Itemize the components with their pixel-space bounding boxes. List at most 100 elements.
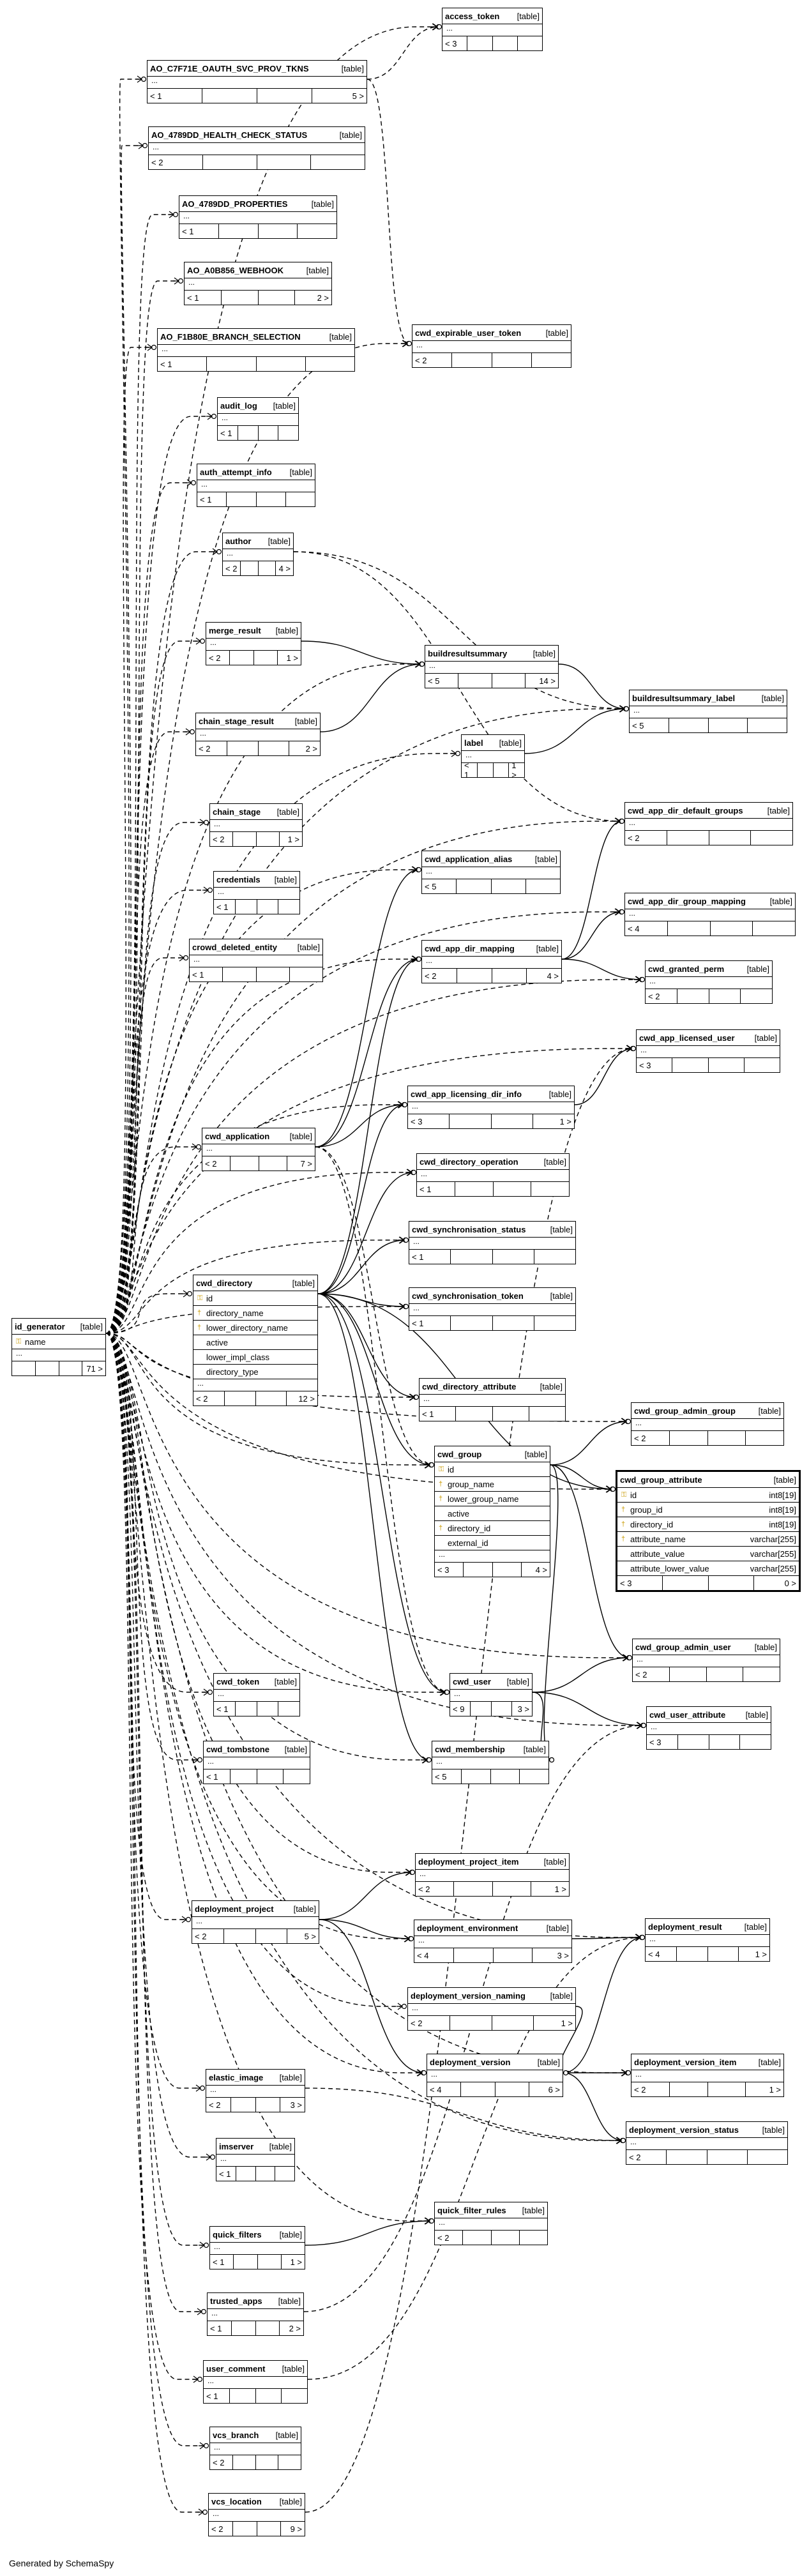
- table-ao-f1b[interactable]: AO_F1B80E_BRANCH_SELECTION[table]...< 1: [157, 328, 355, 372]
- table-cwd-sync-status[interactable]: cwd_synchronisation_status[table]...< 1: [409, 1221, 576, 1264]
- parent-count[interactable]: < 1: [409, 1316, 451, 1330]
- table-auth-attempt[interactable]: auth_attempt_info[table]...< 1: [197, 464, 315, 507]
- table-name[interactable]: deployment_environment: [417, 1923, 518, 1933]
- child-count[interactable]: [745, 1058, 780, 1072]
- child-count[interactable]: [746, 1431, 783, 1445]
- child-count[interactable]: [278, 900, 299, 914]
- table-cwd-sync-token[interactable]: cwd_synchronisation_token[table]...< 1: [409, 1287, 576, 1331]
- parent-count[interactable]: [12, 1361, 36, 1375]
- child-count[interactable]: [278, 1702, 299, 1716]
- table-cwd-dir-attr[interactable]: cwd_directory_attribute[table]...< 1: [419, 1378, 566, 1421]
- table-name[interactable]: author: [225, 536, 252, 546]
- parent-count[interactable]: < 1: [179, 224, 219, 238]
- table-audit-log[interactable]: audit_log[table]...< 1: [217, 397, 299, 441]
- table-cwd-dir-op[interactable]: cwd_directory_operation[table]...< 1: [416, 1153, 570, 1197]
- child-count[interactable]: [753, 921, 795, 936]
- child-count[interactable]: [526, 879, 560, 893]
- child-count[interactable]: 1 >: [561, 2018, 573, 2028]
- parent-count[interactable]: < 1: [214, 1702, 236, 1716]
- parent-count[interactable]: < 2: [631, 1431, 670, 1445]
- child-count[interactable]: [298, 224, 336, 238]
- child-count[interactable]: [531, 1182, 569, 1196]
- child-count[interactable]: [518, 36, 542, 50]
- table-imserver[interactable]: imserver[table]...< 1: [216, 2138, 295, 2181]
- child-count[interactable]: [290, 967, 322, 981]
- child-count[interactable]: 1 >: [511, 761, 517, 780]
- parent-count[interactable]: < 2: [435, 2231, 464, 2245]
- column-row[interactable]: ⚿id: [193, 1291, 317, 1306]
- table-name[interactable]: credentials: [216, 874, 261, 884]
- child-count[interactable]: [743, 1667, 780, 1681]
- table-name[interactable]: chain_stage: [213, 807, 261, 817]
- table-name[interactable]: quick_filter_rules: [437, 2205, 506, 2215]
- table-name[interactable]: id_generator: [15, 1321, 65, 1331]
- table-name[interactable]: cwd_group_admin_user: [635, 1642, 731, 1652]
- parent-count[interactable]: < 5: [630, 718, 669, 732]
- parent-count[interactable]: < 4: [646, 1947, 677, 1961]
- parent-count[interactable]: < 1: [204, 1769, 231, 1784]
- table-name[interactable]: cwd_expirable_user_token: [415, 328, 522, 338]
- table-user-comment[interactable]: user_comment[table]...< 1: [203, 2360, 308, 2404]
- child-count[interactable]: 3 >: [557, 1950, 569, 1960]
- parent-count[interactable]: < 1: [190, 967, 223, 981]
- table-qf-rules[interactable]: quick_filter_rules[table]...< 2: [434, 2202, 548, 2245]
- column-row[interactable]: †lower_group_name: [435, 1492, 550, 1506]
- table-cwd-gag[interactable]: cwd_group_admin_group[table]...< 2: [631, 1402, 784, 1446]
- table-name[interactable]: deployment_version_status: [629, 2125, 739, 2135]
- parent-count[interactable]: < 4: [414, 1948, 454, 1962]
- child-count[interactable]: [534, 1316, 575, 1330]
- parent-count[interactable]: < 1: [420, 1407, 457, 1421]
- parent-count[interactable]: < 2: [626, 2150, 667, 2164]
- child-count[interactable]: 3 >: [290, 2100, 302, 2110]
- child-count[interactable]: 1 >: [769, 2084, 781, 2095]
- parent-count[interactable]: < 1: [218, 426, 238, 440]
- table-name[interactable]: AO_4789DD_HEALTH_CHECK_STATUS: [151, 130, 308, 140]
- column-row[interactable]: lower_impl_class: [193, 1350, 317, 1365]
- table-access-token[interactable]: access_token[table]...< 3: [442, 8, 543, 51]
- column-row[interactable]: †directory_name: [193, 1306, 317, 1321]
- table-name[interactable]: AO_A0B856_WEBHOOK: [187, 265, 284, 275]
- table-name[interactable]: chain_stage_result: [199, 716, 274, 726]
- table-name[interactable]: trusted_apps: [210, 2296, 262, 2306]
- parent-count[interactable]: < 2: [192, 1929, 224, 1943]
- table-name[interactable]: cwd_token: [216, 1676, 260, 1686]
- parent-count[interactable]: < 2: [206, 651, 231, 665]
- table-name[interactable]: audit_log: [220, 400, 257, 411]
- child-count[interactable]: [529, 1407, 565, 1421]
- child-count[interactable]: 4 >: [535, 1565, 547, 1575]
- table-cwd-exp[interactable]: cwd_expirable_user_token[table]...< 2: [412, 324, 571, 368]
- child-count[interactable]: 2 >: [289, 2323, 301, 2333]
- table-name[interactable]: deployment_version_item: [634, 2057, 737, 2067]
- table-name[interactable]: label: [464, 738, 483, 748]
- table-name[interactable]: user_comment: [206, 2363, 266, 2374]
- table-name[interactable]: quick_filters: [213, 2229, 262, 2239]
- table-name[interactable]: cwd_application_alias: [425, 854, 513, 864]
- table-name[interactable]: deployment_result: [648, 1921, 722, 1932]
- table-name[interactable]: crowd_deleted_entity: [192, 942, 277, 952]
- child-count[interactable]: [748, 2150, 787, 2164]
- parent-count[interactable]: < 2: [223, 561, 241, 575]
- child-count[interactable]: [520, 1769, 548, 1784]
- table-name[interactable]: cwd_app_licensed_user: [639, 1033, 735, 1043]
- child-count[interactable]: [278, 2455, 301, 2469]
- parent-count[interactable]: < 2: [408, 2016, 450, 2030]
- parent-count[interactable]: < 1: [210, 2255, 234, 2269]
- parent-count[interactable]: < 2: [633, 1667, 670, 1681]
- table-cwd-group[interactable]: cwd_group[table]⚿id†group_name†lower_gro…: [434, 1446, 550, 1577]
- parent-count[interactable]: < 2: [422, 969, 457, 983]
- table-name[interactable]: AO_C7F71E_OAUTH_SVC_PROV_TKNS: [150, 63, 309, 73]
- column-row[interactable]: ⚿name: [12, 1335, 105, 1349]
- table-name[interactable]: cwd_synchronisation_status: [412, 1224, 526, 1234]
- table-cwd-add-def[interactable]: cwd_app_dir_default_groups[table]...< 2: [624, 802, 793, 845]
- column-row[interactable]: active: [193, 1335, 317, 1350]
- child-count[interactable]: [751, 831, 792, 845]
